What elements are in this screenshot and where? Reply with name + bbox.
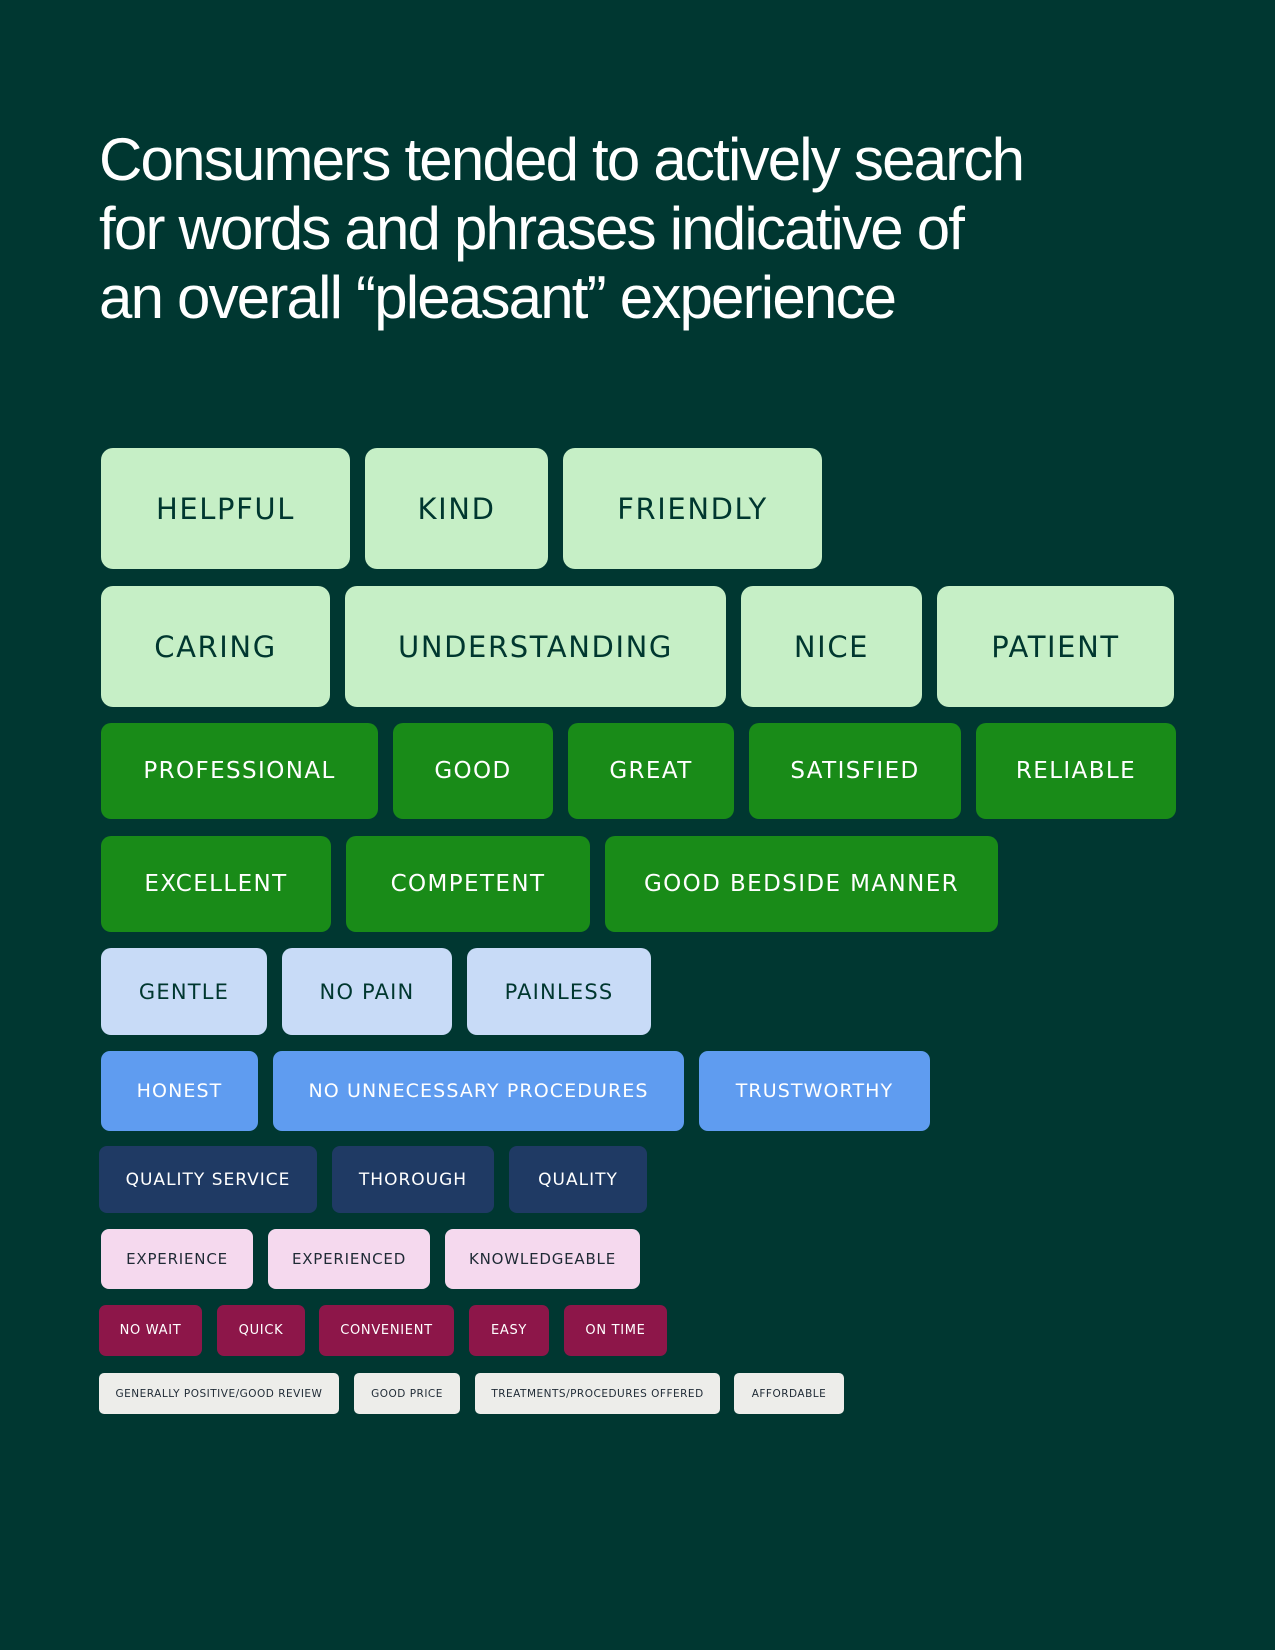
tag-treatments-procedures-offered: TREATMENTS/PROCEDURES OFFERED (475, 1373, 720, 1414)
tag-on-time: ON TIME (564, 1305, 667, 1356)
tag-no-wait: NO WAIT (99, 1305, 202, 1356)
tag-experienced: EXPERIENCED (268, 1229, 430, 1289)
tag-reliable: RELIABLE (976, 723, 1176, 819)
tag-professional: PROFESSIONAL (101, 723, 378, 819)
tag-satisfied: SATISFIED (749, 723, 961, 819)
tag-quick: QUICK (217, 1305, 305, 1356)
tag-generally-positive-good-review: GENERALLY POSITIVE/GOOD REVIEW (99, 1373, 339, 1414)
tag-understanding: UNDERSTANDING (345, 586, 726, 707)
headline-line-1: Consumers tended to actively search (99, 126, 1025, 193)
tag-helpful: HELPFUL (101, 448, 350, 569)
tag-quality-service: QUALITY SERVICE (99, 1146, 317, 1213)
tag-good: GOOD (393, 723, 553, 819)
tag-no-unnecessary-procedures: NO UNNECESSARY PROCEDURES (273, 1051, 684, 1131)
headline-line-3: an overall “pleasant” experience (99, 264, 897, 331)
tag-nice: NICE (741, 586, 922, 707)
tag-experience: EXPERIENCE (101, 1229, 253, 1289)
tag-patient: PATIENT (937, 586, 1174, 707)
tag-gentle: GENTLE (101, 948, 267, 1035)
tag-honest: HONEST (101, 1051, 258, 1131)
tag-trustworthy: TRUSTWORTHY (699, 1051, 930, 1131)
tag-affordable: AFFORDABLE (734, 1373, 844, 1414)
tag-thorough: THOROUGH (332, 1146, 494, 1213)
tag-friendly: FRIENDLY (563, 448, 822, 569)
tag-painless: PAINLESS (467, 948, 651, 1035)
tag-no-pain: NO PAIN (282, 948, 452, 1035)
tag-excellent: EXCELLENT (101, 836, 331, 932)
tag-great: GREAT (568, 723, 734, 819)
tag-good-bedside-manner: GOOD BEDSIDE MANNER (605, 836, 998, 932)
tag-convenient: CONVENIENT (319, 1305, 454, 1356)
tag-caring: CARING (101, 586, 330, 707)
headline: Consumers tended to actively search for … (99, 125, 1099, 332)
tag-good-price: GOOD PRICE (354, 1373, 460, 1414)
tag-quality: QUALITY (509, 1146, 647, 1213)
tag-kind: KIND (365, 448, 548, 569)
tag-competent: COMPETENT (346, 836, 590, 932)
headline-line-2: for words and phrases indicative of (99, 195, 965, 262)
tag-knowledgeable: KNOWLEDGEABLE (445, 1229, 640, 1289)
tag-easy: EASY (469, 1305, 549, 1356)
